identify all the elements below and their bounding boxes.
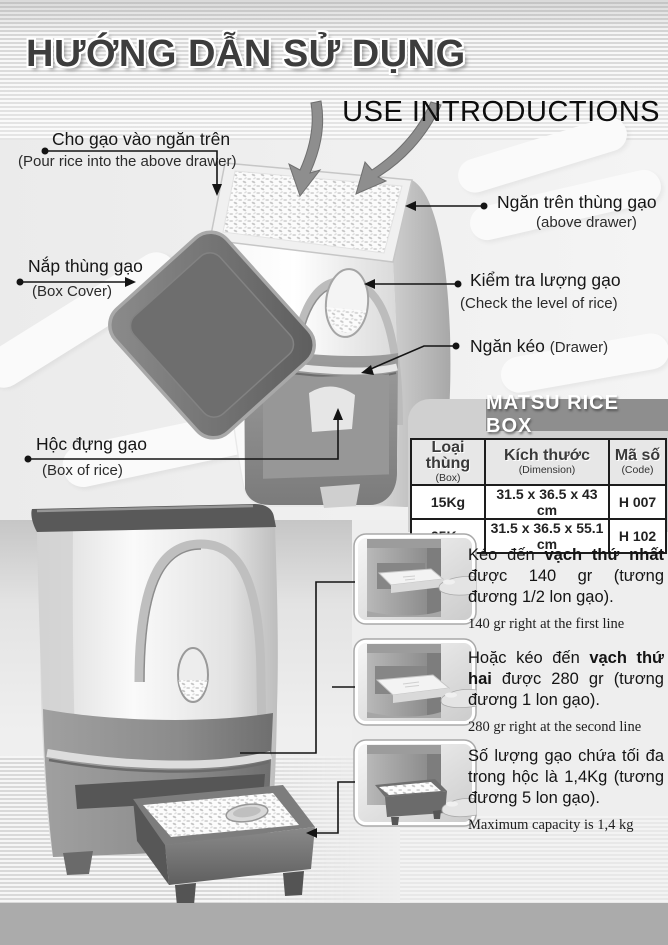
footer-bar [0,903,668,945]
step2-caption-en: 280 gr right at the second line [468,718,642,735]
callout-drawer: Ngăn kéo (Drawer) [470,336,608,357]
callout-drawer-en: (Drawer) [549,339,609,356]
open-rice-drawer [375,779,447,825]
header-striped-band [0,0,668,140]
callout-check-level-en: (Check the level of rice) [460,295,618,312]
drawer-handle-bar [46,749,273,769]
step3-caption-en: Maximum capacity is 1,4 kg [468,816,634,833]
callout-box-cover-vi: Nắp thùng gạo [28,256,143,276]
spec-banner: MATSU RICE BOX [486,392,668,437]
level-window [177,647,209,703]
callout-box-of-rice-en: (Box of rice) [42,462,123,479]
box-foot [63,851,93,875]
bottom-right-stripes [400,816,668,903]
col-header-code: Mã số (Code) [608,438,667,486]
step3-thumbnail [353,739,478,832]
cell-dimension: 31.5 x 36.5 x 43 cm [484,483,610,520]
col-header-dimension: Kích thước (Dimension) [484,438,610,486]
step2-thumbnail [353,638,478,731]
open-drawer [133,785,315,906]
rice-in-drawer [143,793,299,837]
step2-text: Hoặc kéo đến vạch thứ hai được 280 gr (t… [468,649,664,735]
page-title: HƯỚNG DẪN SỬ DỤNG [26,33,466,75]
table-row: 15Kg 31.5 x 36.5 x 43 cm H 007 [410,483,667,520]
measuring-tray [377,568,445,593]
page-subtitle: USE INTRODUCTIONS [342,96,660,128]
cell-box: 15Kg [410,483,486,520]
pour-arrow-icon [288,100,442,198]
callout-drawer-vi: Ngăn kéo [470,336,545,356]
measuring-tray [375,674,451,703]
spec-table-header-row: Loại thùng (Box) Kích thước (Dimension) … [410,438,667,486]
rice-box-bottom-illustration [15,497,355,907]
col-header-box: Loại thùng (Box) [410,438,486,486]
callout-box-cover-en: (Box Cover) [32,283,113,300]
callout-above-drawer-vi: Ngăn trên thùng gạo [497,192,657,212]
spec-banner-title: MATSU RICE BOX [486,392,619,437]
callout-pour-rice-vi: Cho gạo vào ngăn trên [52,129,231,149]
rice-scoop [225,803,269,823]
spec-panel: MATSU RICE BOX Loại thùng (Box) Kích thư… [408,392,668,554]
cell-dimension: 31.5 x 36.5 x 55.1 cm [484,517,610,554]
step1-thumbnail [353,533,478,630]
step3-text: Số lượng gạo chứa tối đa trong hộc là 1,… [468,747,664,833]
callout-above-drawer-en: (above drawer) [536,214,637,231]
callout-box-of-rice-vi: Hộc đựng gạo [36,434,147,454]
step1-text: Kéo đến vạch thứ nhất được 140 gr (tương… [468,546,664,632]
level-window [324,268,370,338]
cell-code: H 102 [608,517,667,554]
cell-code: H 007 [608,483,667,520]
box-lid-top [31,504,276,532]
step1-caption-en: 140 gr right at the first line [468,615,625,632]
callout-check-level-vi: Kiểm tra lượng gạo [470,270,621,290]
box-lid [108,230,316,440]
callout-pour-rice-en: (Pour rice into the above drawer) [18,153,237,170]
